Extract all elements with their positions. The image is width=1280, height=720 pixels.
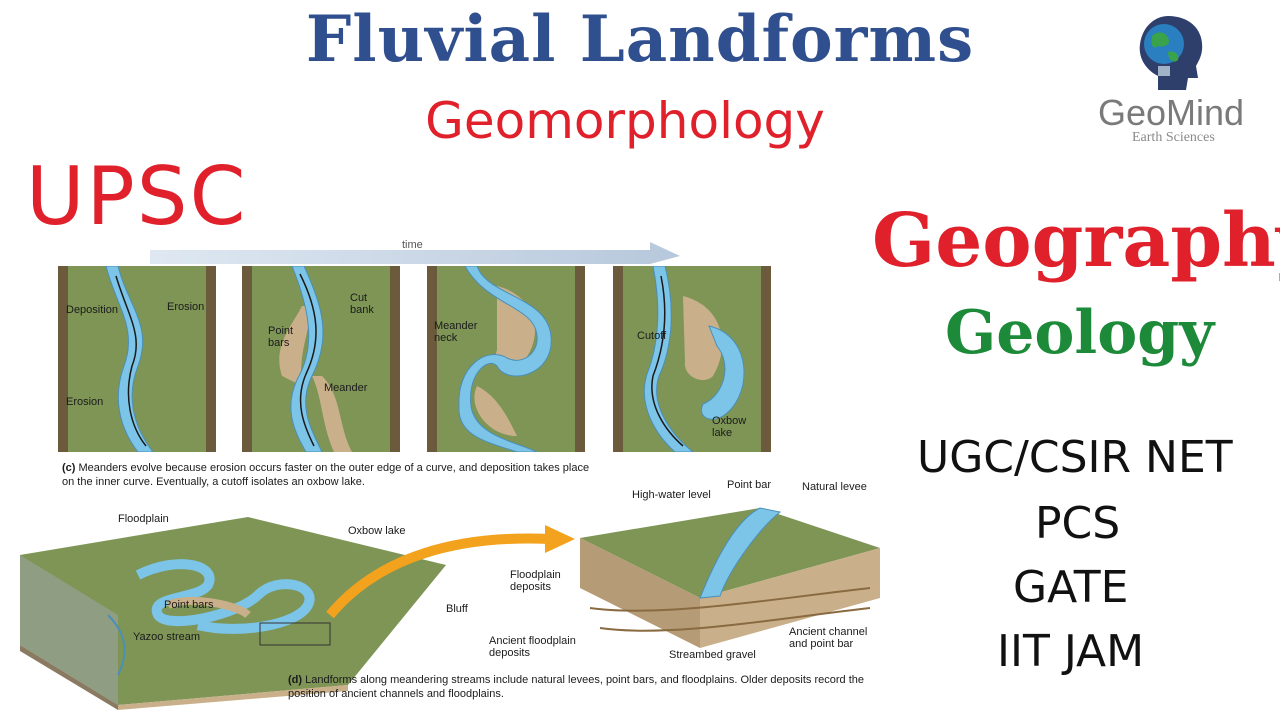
geography-heading: Geography xyxy=(872,198,1280,284)
label-streambed-gravel: Streambed gravel xyxy=(669,649,756,661)
geomind-head-logo-icon xyxy=(1139,16,1203,90)
label-yazoo-stream: Yazoo stream xyxy=(133,631,201,643)
exam-iit-jam: IIT JAM xyxy=(997,626,1145,677)
caption-c-tag: (c) xyxy=(62,462,76,474)
label-point-bar: Point bar xyxy=(727,479,772,491)
page-title: Fluvial Landforms xyxy=(305,2,975,77)
zoom-arrow xyxy=(326,525,575,619)
label-meander-neck: Meander neck xyxy=(434,320,478,344)
label-high-water-level: High-water level xyxy=(632,489,711,501)
time-arrow-label: time xyxy=(402,239,423,251)
exam-ugc-csir-net: UGC/CSIR NET xyxy=(917,432,1233,483)
caption-c-text: Meanders evolve because erosion occurs f… xyxy=(62,462,590,488)
logo-tagline: Earth Sciences xyxy=(1132,130,1215,145)
caption-c: (c) Meanders evolve because erosion occu… xyxy=(62,461,602,489)
time-arrow xyxy=(150,242,680,264)
label-erosion-top: Erosion xyxy=(167,301,205,313)
label-point-bars-d: Point bars xyxy=(164,599,214,611)
label-oxbow-lake-d: Oxbow lake xyxy=(348,525,406,537)
label-floodplain: Floodplain xyxy=(118,513,169,525)
meander-panel-4 xyxy=(613,266,771,452)
exam-pcs: PCS xyxy=(1035,498,1121,549)
label-ancient-floodplain-deposits: Ancient floodplain deposits xyxy=(489,635,576,659)
label-floodplain-deposits: Floodplain deposits xyxy=(510,569,561,593)
caption-d: (d) Landforms along meandering streams i… xyxy=(288,673,878,701)
label-deposition: Deposition xyxy=(66,304,118,316)
label-oxbow-lake: Oxbow lake xyxy=(712,415,747,439)
label-cut-bank: Cut bank xyxy=(350,292,374,316)
label-point-bars: Point bars xyxy=(268,325,294,349)
cross-section-diagram xyxy=(580,507,880,648)
label-ancient-channel: Ancient channel and point bar xyxy=(789,626,868,650)
caption-d-text: Landforms along meandering streams inclu… xyxy=(288,674,864,700)
label-bluff: Bluff xyxy=(446,603,468,615)
geology-heading: Geology xyxy=(945,298,1215,368)
logo-name: GeoMind xyxy=(1098,92,1245,133)
caption-d-tag: (d) xyxy=(288,674,303,686)
meander-panel-2 xyxy=(242,266,400,452)
upsc-tag: UPSC xyxy=(26,150,248,243)
page-subtitle: Geomorphology xyxy=(425,92,825,150)
label-natural-levee: Natural levee xyxy=(802,481,867,493)
label-cutoff: Cutoff xyxy=(637,330,667,342)
exam-gate: GATE xyxy=(1013,562,1129,613)
floodplain-block-diagram xyxy=(20,517,446,710)
meander-panel-1 xyxy=(58,266,216,452)
label-meander: Meander xyxy=(324,382,368,394)
label-erosion-bottom: Erosion xyxy=(66,396,104,408)
meander-panel-3 xyxy=(427,266,585,452)
